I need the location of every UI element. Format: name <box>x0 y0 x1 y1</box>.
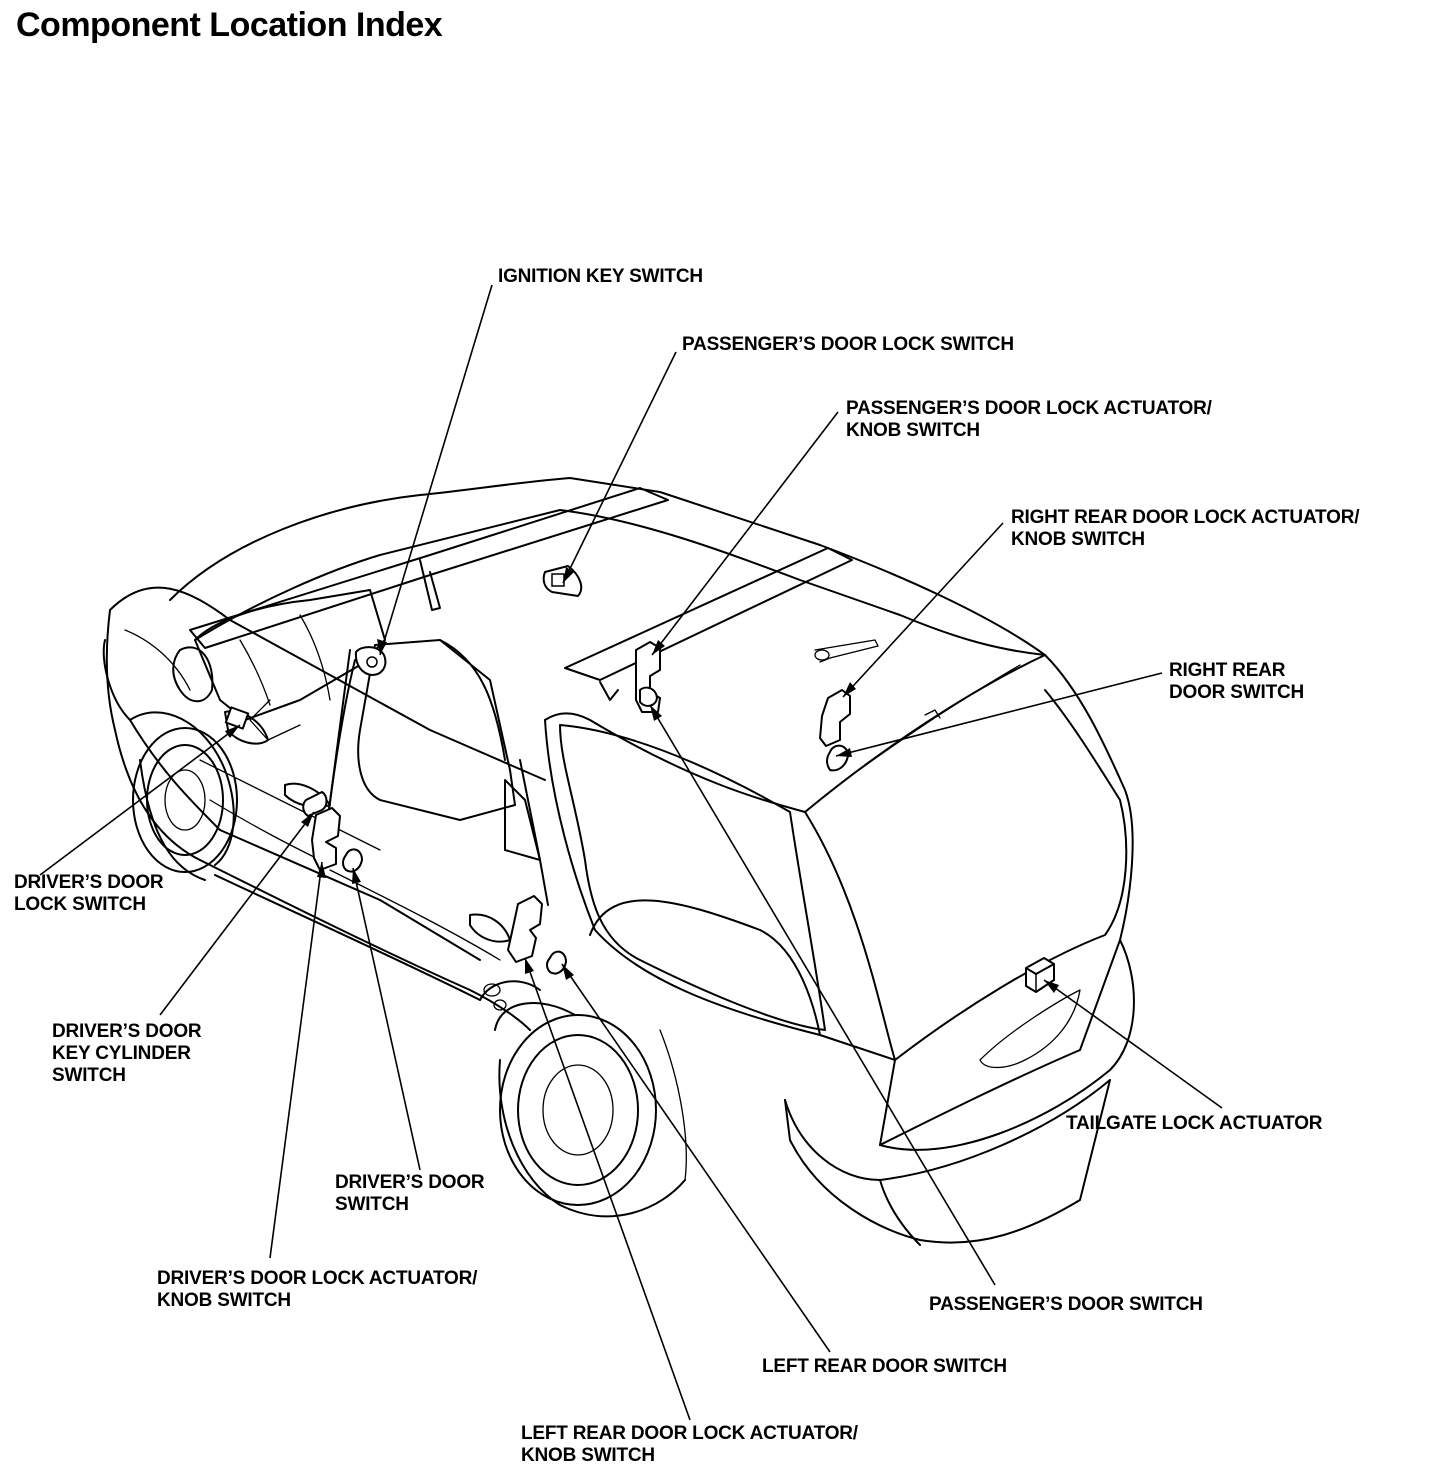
leader-lines <box>39 284 1223 1421</box>
leader-ignition-key-switch <box>379 284 493 656</box>
label-line: KNOB SWITCH <box>1011 529 1145 550</box>
label-right-rear-door-lock-actuator: RIGHT REAR DOOR LOCK ACTUATOR/ KNOB SWIT… <box>1011 507 1360 551</box>
label-passengers-door-lock-switch: PASSENGER’S DOOR LOCK SWITCH <box>682 334 1014 356</box>
label-line: SWITCH <box>335 1194 409 1215</box>
label-passengers-door-switch: PASSENGER’S DOOR SWITCH <box>929 1294 1203 1316</box>
component-drivers-door-lock-actuator <box>311 807 341 871</box>
leader-tailgate-lock-actuator <box>1043 979 1223 1109</box>
label-line: SWITCH <box>52 1065 126 1086</box>
component-passengers-door-lock-actuator <box>635 641 661 713</box>
label-right-rear-door-switch: RIGHT REAR DOOR SWITCH <box>1169 660 1304 704</box>
component-right-rear-door-switch <box>826 744 849 772</box>
label-line: DRIVER’S DOOR LOCK ACTUATOR/ <box>157 1268 478 1289</box>
component-drivers-door-key-cylinder <box>302 791 328 817</box>
component-left-rear-door-lock-actuator <box>507 895 543 963</box>
component-left-rear-door-switch <box>546 950 567 975</box>
label-tailgate-lock-actuator: TAILGATE LOCK ACTUATOR <box>1066 1113 1322 1135</box>
component-drivers-door-lock-switch <box>224 706 250 730</box>
leader-passengers-door-lock-actuator <box>651 411 839 656</box>
label-line: PASSENGER’S DOOR LOCK ACTUATOR/ <box>846 398 1212 419</box>
vehicle-outline <box>102 477 1135 1246</box>
label-line: DOOR SWITCH <box>1169 682 1305 703</box>
label-drivers-door-switch: DRIVER’S DOOR SWITCH <box>335 1172 485 1216</box>
leader-right-rear-door-lock-actuator <box>842 522 1004 698</box>
label-line: RIGHT REAR DOOR LOCK ACTUATOR/ <box>1011 507 1360 528</box>
label-left-rear-door-switch: LEFT REAR DOOR SWITCH <box>762 1356 1007 1378</box>
leader-drivers-door-lock-actuator <box>269 861 323 1259</box>
label-passengers-door-lock-actuator: PASSENGER’S DOOR LOCK ACTUATOR/ KNOB SWI… <box>846 398 1212 442</box>
component-right-rear-door-lock-actuator <box>819 689 851 747</box>
label-left-rear-door-lock-actuator: LEFT REAR DOOR LOCK ACTUATOR/ KNOB SWITC… <box>521 1423 858 1467</box>
leader-passengers-door-lock-switch <box>562 351 677 584</box>
leader-drivers-door-key-cylinder <box>159 811 315 1016</box>
label-drivers-door-key-cylinder-switch: DRIVER’S DOOR KEY CYLINDER SWITCH <box>52 1021 202 1087</box>
label-line: PASSENGER’S DOOR LOCK SWITCH <box>682 334 1014 355</box>
label-drivers-door-lock-switch: DRIVER’S DOOR LOCK SWITCH <box>14 872 164 916</box>
component-drivers-door-switch <box>342 848 363 873</box>
label-line: KNOB SWITCH <box>846 420 980 441</box>
label-line: LEFT REAR DOOR LOCK ACTUATOR/ <box>521 1423 858 1444</box>
label-line: RIGHT REAR <box>1169 660 1286 681</box>
leader-passengers-door-switch <box>649 704 996 1286</box>
label-line: LEFT REAR DOOR SWITCH <box>762 1356 1007 1377</box>
leader-drivers-door-lock-switch <box>39 724 241 876</box>
label-line: DRIVER’S DOOR <box>14 872 164 893</box>
label-line: LOCK SWITCH <box>14 894 146 915</box>
label-line: KEY CYLINDER <box>52 1043 191 1064</box>
component-tailgate-lock-actuator <box>1025 957 1055 993</box>
component-passengers-door-lock-switch <box>542 565 583 597</box>
label-line: IGNITION KEY SWITCH <box>498 266 703 287</box>
label-line: TAILGATE LOCK ACTUATOR <box>1066 1113 1323 1134</box>
leader-right-rear-door-switch <box>835 672 1163 757</box>
label-line: KNOB SWITCH <box>521 1445 655 1466</box>
component-ignition-key-switch <box>354 646 387 676</box>
leader-left-rear-door-lock-actuator <box>524 957 691 1421</box>
label-drivers-door-lock-actuator: DRIVER’S DOOR LOCK ACTUATOR/ KNOB SWITCH <box>157 1268 477 1312</box>
label-ignition-key-switch: IGNITION KEY SWITCH <box>498 266 703 288</box>
label-line: KNOB SWITCH <box>157 1290 291 1311</box>
leader-drivers-door-switch <box>352 867 421 1171</box>
label-line: DRIVER’S DOOR <box>335 1172 485 1193</box>
label-line: PASSENGER’S DOOR SWITCH <box>929 1294 1203 1315</box>
page-title: Component Location Index <box>16 6 443 44</box>
leader-left-rear-door-switch <box>561 963 831 1353</box>
label-line: DRIVER’S DOOR <box>52 1021 202 1042</box>
